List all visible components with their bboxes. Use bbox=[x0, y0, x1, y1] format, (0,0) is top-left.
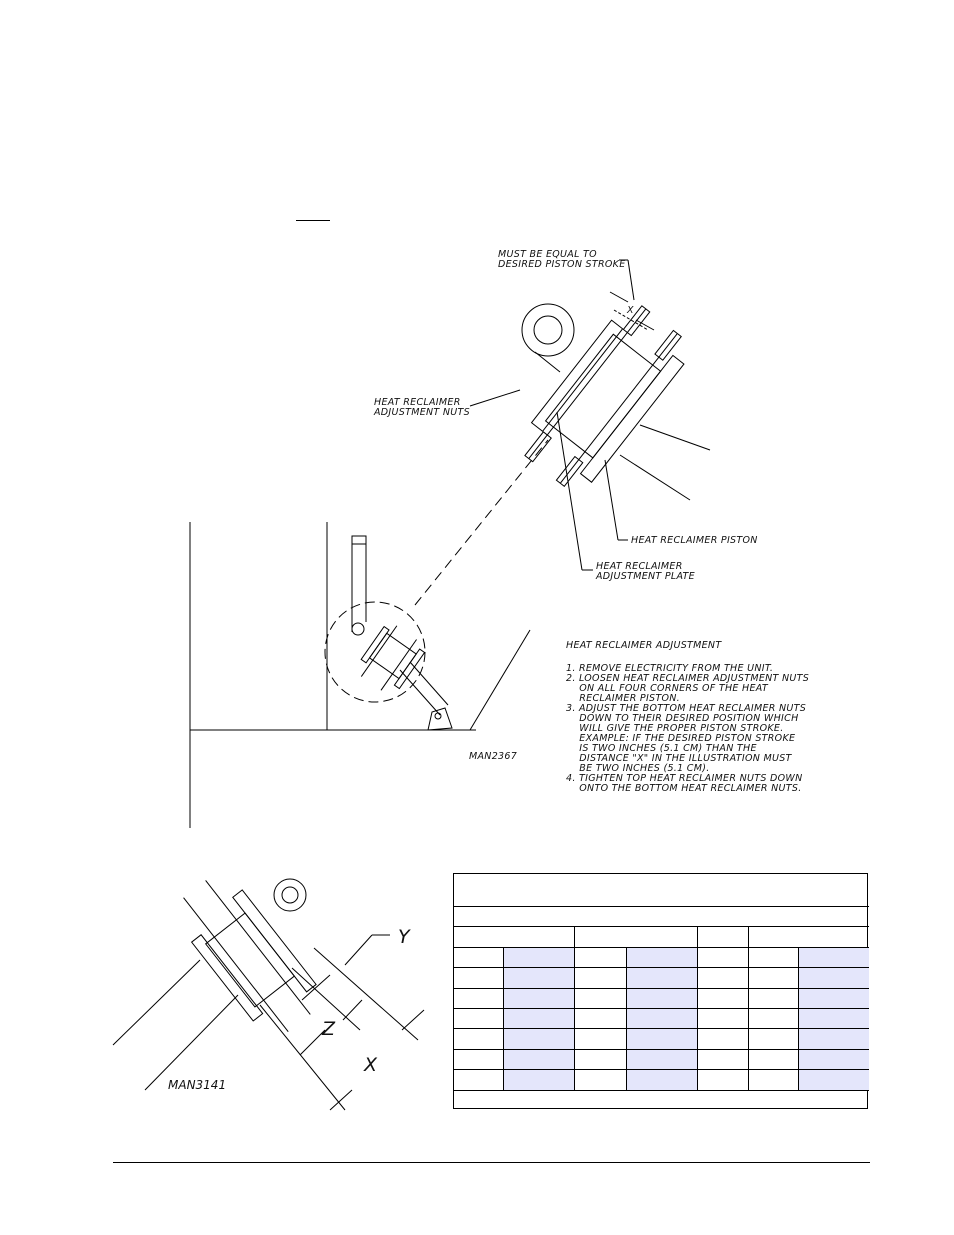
figure-id-man3141: MAN3141 bbox=[168, 1078, 227, 1092]
figure-id-man2367: MAN2367 bbox=[469, 751, 518, 762]
procedure-step-4: 4. TIGHTEN TOP HEAT RECLAIMER NUTS DOWN … bbox=[566, 773, 803, 794]
callout-heat-reclaimer-piston: HEAT RECLAIMER PISTON bbox=[631, 535, 758, 546]
table-header-row bbox=[454, 926, 869, 948]
table-row bbox=[454, 967, 869, 989]
table-title-row bbox=[454, 874, 869, 907]
procedure-block: HEAT RECLAIMER ADJUSTMENT 1. REMOVE ELEC… bbox=[566, 641, 809, 794]
table-row bbox=[454, 946, 869, 969]
dimension-label-z: Z bbox=[322, 1018, 336, 1040]
procedure-step-3: 3. ADJUST THE BOTTOM HEAT RECLAIMER NUTS… bbox=[566, 703, 807, 774]
dimension-label-y: Y bbox=[398, 926, 410, 948]
callout-must-equal: MUST BE EQUAL TO DESIRED PISTON STROKE bbox=[498, 249, 626, 270]
table-subtitle-row bbox=[454, 905, 869, 928]
procedure-step-1: 1. REMOVE ELECTRICITY FROM THE UNIT. bbox=[566, 663, 774, 674]
callout-x-label: X bbox=[627, 305, 634, 316]
table-row bbox=[454, 1007, 869, 1030]
callout-adjustment-nuts: HEAT RECLAIMER ADJUSTMENT NUTS bbox=[374, 397, 470, 418]
table-footer-row bbox=[454, 1089, 869, 1111]
table-row bbox=[454, 1069, 869, 1091]
procedure-title: HEAT RECLAIMER ADJUSTMENT bbox=[566, 640, 722, 651]
table-row bbox=[454, 1048, 869, 1071]
dimension-label-x: X bbox=[364, 1054, 378, 1076]
callout-adjustment-plate: HEAT RECLAIMER ADJUSTMENT PLATE bbox=[596, 561, 695, 582]
stroke-settings-table bbox=[453, 873, 869, 1111]
procedure-step-2: 2. LOOSEN HEAT RECLAIMER ADJUSTMENT NUTS… bbox=[566, 673, 810, 704]
table-row bbox=[454, 987, 869, 1009]
footer-rule bbox=[113, 1162, 870, 1163]
table-row bbox=[454, 1028, 869, 1050]
header-underline-mark bbox=[296, 220, 330, 221]
